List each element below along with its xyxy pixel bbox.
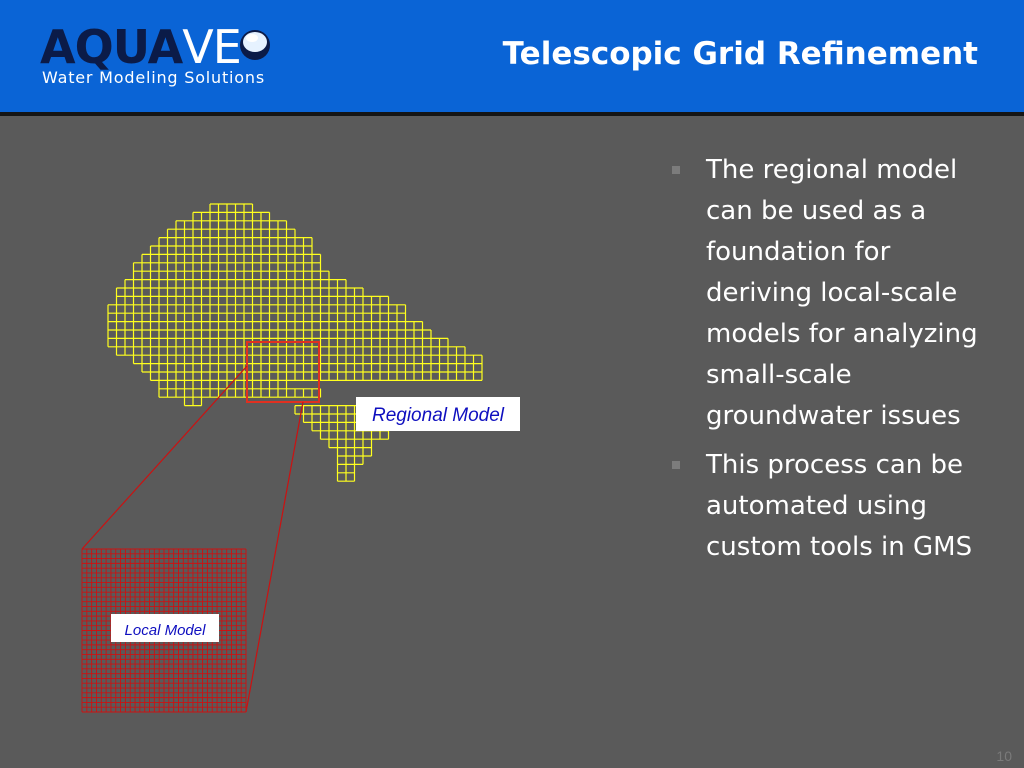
page-title: Telescopic Grid Refinement — [502, 36, 978, 72]
aquaveo-logo: AQUAVE — [40, 20, 242, 74]
bullet-item: This process can be automated using cust… — [668, 445, 988, 568]
regional-model-grid — [107, 203, 483, 482]
regional-grid-lines — [107, 203, 483, 482]
local-model-label-text: Local Model — [125, 622, 207, 639]
bullet-item: The regional model can be used as a foun… — [668, 150, 988, 437]
local-model-grid — [81, 548, 247, 713]
bullet-square-icon — [672, 166, 680, 174]
header-divider — [0, 112, 1024, 116]
local-model-label: Local Model — [111, 614, 219, 642]
local-grid-lines — [81, 548, 247, 713]
header-bar: AQUAVE Water Modeling Solutions Telescop… — [0, 0, 1024, 112]
bullet-text: This process can be automated using cust… — [706, 450, 973, 562]
bullet-list: The regional model can be used as a foun… — [668, 150, 988, 576]
bullet-text: The regional model can be used as a foun… — [706, 155, 978, 431]
logo-ve-text: VE — [182, 20, 242, 74]
logo-tagline: Water Modeling Solutions — [42, 68, 265, 87]
regional-model-label-text: Regional Model — [372, 405, 505, 426]
grid-refinement-figure: Regional Model Local Model — [81, 203, 520, 713]
connector-line-left — [81, 365, 248, 550]
logo-aqua-text: AQUA — [40, 20, 183, 74]
connector-line-right — [245, 401, 304, 713]
bullet-square-icon — [672, 461, 680, 469]
refinement-area-outline — [246, 341, 320, 403]
slide-number: 10 — [996, 748, 1012, 764]
regional-model-label: Regional Model — [356, 397, 520, 431]
logo-o-icon — [240, 30, 270, 60]
